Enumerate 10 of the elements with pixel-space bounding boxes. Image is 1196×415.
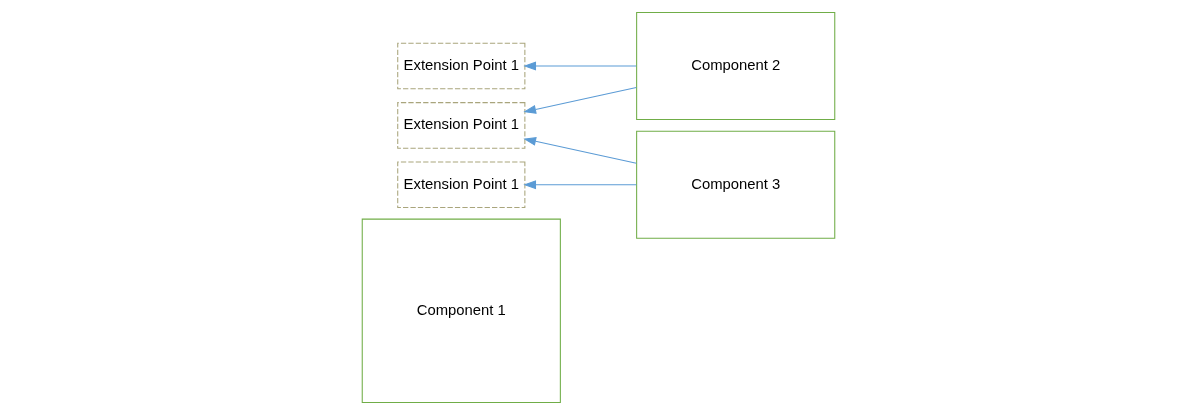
node-box: Component 3 [635,130,835,239]
node-box: Component 1 [361,218,561,403]
node-box: Extension Point 1 [396,42,525,90]
arrow [522,180,637,190]
node-box: Component 2 [635,12,835,121]
node-box: Extension Point 1 [396,161,525,209]
arrow [522,61,637,71]
node-box: Extension Point 1 [396,102,525,149]
arrow [522,137,637,164]
arrow [522,86,637,114]
